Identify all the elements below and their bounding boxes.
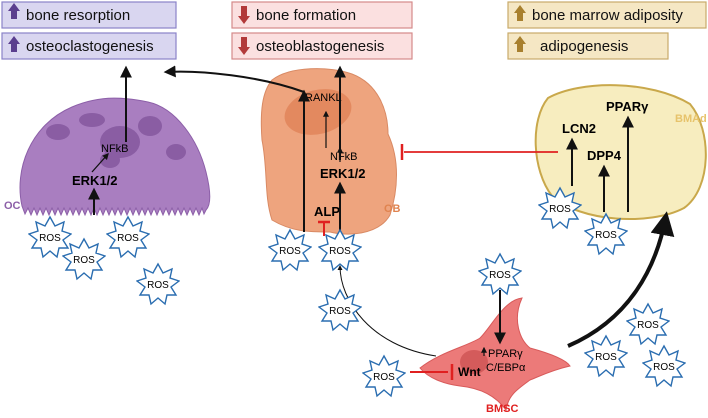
ros-star-bmsc-1: ROS xyxy=(478,253,522,295)
arrow-rankl-oc xyxy=(163,65,305,93)
svg-text:ROS: ROS xyxy=(279,246,301,257)
bmsc-label: BMSC xyxy=(486,403,518,415)
ros-star-free-3: ROS xyxy=(642,345,686,387)
legend-bone-marrow-adiposity: bone marrow adiposity xyxy=(507,1,707,29)
legend-label: bone marrow adiposity xyxy=(532,7,683,24)
ros-star-oc-1: ROS xyxy=(28,216,72,258)
ppary-label: PPARγ xyxy=(606,99,649,114)
svg-text:ROS: ROS xyxy=(329,246,351,257)
erk-ob-label: ERK1/2 xyxy=(320,166,366,181)
legend-label: osteoclastogenesis xyxy=(26,38,154,55)
svg-text:ROS: ROS xyxy=(637,320,659,331)
legend-osteoblastogenesis: osteoblastogenesis xyxy=(231,32,413,60)
wnt-label: Wnt xyxy=(458,365,481,379)
ros-star-free-2: ROS xyxy=(584,335,628,377)
erk-label: ERK1/2 xyxy=(72,173,118,188)
ros-star-free-4: ROS xyxy=(318,289,362,331)
alp-label: ALP xyxy=(314,204,340,219)
svg-text:ROS: ROS xyxy=(595,352,617,363)
arrow-bmsc-ob xyxy=(337,265,437,357)
osteoclast-cell: NFkB ERK1/2 OC xyxy=(4,97,211,217)
svg-text:ROS: ROS xyxy=(653,362,675,373)
legend-label: osteoblastogenesis xyxy=(256,38,384,55)
ros-star-ob-1: ROS xyxy=(268,229,312,271)
ros-star-free-1: ROS xyxy=(626,303,670,345)
svg-text:ROS: ROS xyxy=(549,204,571,215)
ros-star-bmsc-2: ROS xyxy=(362,355,406,397)
up-arrow-icon xyxy=(517,9,523,21)
ros-star-oc-2: ROS xyxy=(62,238,106,280)
legend-osteoclastogenesis: osteoclastogenesis xyxy=(1,32,177,60)
svg-text:ROS: ROS xyxy=(147,280,169,291)
up-arrow-icon xyxy=(517,40,523,52)
svg-text:ROS: ROS xyxy=(73,255,95,266)
svg-text:ROS: ROS xyxy=(595,230,617,241)
ros-star-oc-3: ROS xyxy=(106,216,150,258)
up-arrow-icon xyxy=(11,7,17,19)
nfkb-ob-label: NFkB xyxy=(330,151,358,163)
arrow-erk-nfkb xyxy=(91,153,109,173)
legend-label: adipogenesis xyxy=(540,38,628,55)
ros-star-bmad-1: ROS xyxy=(538,187,582,229)
cebpa-label: C/EBPα xyxy=(486,362,526,374)
ob-label: OB xyxy=(384,203,401,215)
svg-text:ROS: ROS xyxy=(373,372,395,383)
svg-text:ROS: ROS xyxy=(39,233,61,244)
lcn2-label: LCN2 xyxy=(562,121,596,136)
bmsc-cell: PPARγ C/EBPα Wnt BMSC xyxy=(419,297,571,415)
dpp4-label: DPP4 xyxy=(587,148,622,163)
svg-text:ROS: ROS xyxy=(489,270,511,281)
osteoblast-cell: RANKL NFkB ERK1/2 ALP OB xyxy=(260,68,401,235)
bmad-cell: BMAd LCN2 PPARγ DPP4 xyxy=(534,84,707,221)
legend-label: bone formation xyxy=(256,7,356,24)
ros-star-bmad-2: ROS xyxy=(584,213,628,255)
ros-star-oc-4: ROS xyxy=(136,263,180,305)
nfkb-label: NFkB xyxy=(101,143,129,155)
down-arrow-icon xyxy=(241,6,247,18)
legend-bone-formation: bone formation xyxy=(231,1,413,29)
down-arrow-icon xyxy=(241,37,247,49)
svg-text:ROS: ROS xyxy=(117,233,139,244)
arrow-bmsc-bmad xyxy=(567,211,675,348)
legend-bone-resorption: bone resorption xyxy=(1,1,177,29)
ppary-bmsc-label: PPARγ xyxy=(488,348,523,360)
rankl-label: RANKL xyxy=(305,92,342,104)
oc-label: OC xyxy=(4,200,21,212)
legend-label: bone resorption xyxy=(26,7,130,24)
up-arrow-icon xyxy=(11,40,17,52)
ros-star-ob-2: ROS xyxy=(318,229,362,271)
bmad-label: BMAd xyxy=(675,113,707,125)
svg-text:ROS: ROS xyxy=(329,306,351,317)
legend-adipogenesis: adipogenesis xyxy=(507,32,669,60)
